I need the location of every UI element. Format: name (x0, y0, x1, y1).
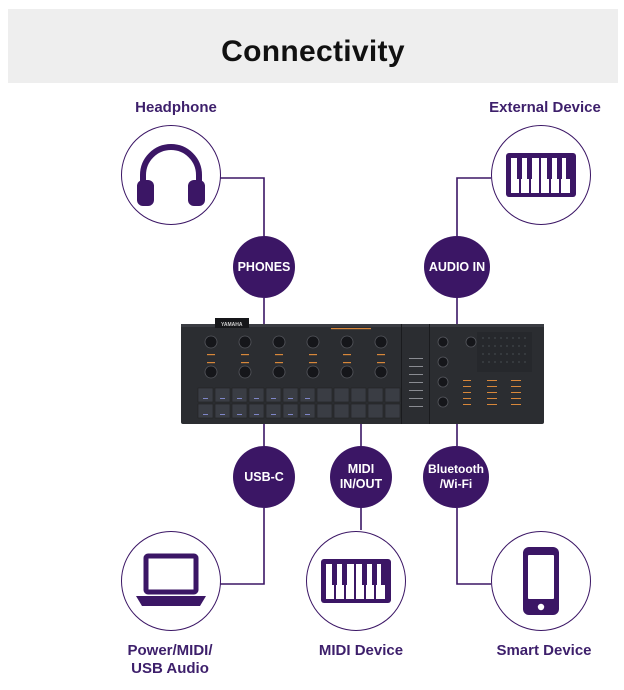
usb-c-port: USB-C (233, 446, 295, 508)
smart-device-label: Smart Device (496, 642, 592, 659)
external-device-label: External Device (489, 99, 601, 116)
line-external (456, 177, 491, 236)
synth-brand: YAMAHA (221, 322, 243, 328)
midi-in-out-port: MIDI IN/OUT (330, 446, 392, 508)
header-banner: Connectivity (8, 9, 618, 83)
bluetooth-wifi-port: Bluetooth /Wi-Fi (423, 446, 489, 508)
keyboard-icon (506, 153, 576, 197)
line-usbc-computer (212, 508, 265, 585)
phones-port: PHONES (233, 236, 295, 298)
synthesizer-device: YAMAHA (181, 318, 544, 424)
headphone-device (121, 125, 221, 225)
keyboard-icon (321, 559, 391, 603)
laptop-icon (136, 553, 206, 606)
line-headphone (212, 177, 265, 236)
smartphone-icon (523, 547, 559, 615)
line-bt-smart (456, 508, 491, 585)
page-title: Connectivity (221, 35, 405, 68)
headphones-icon (137, 144, 205, 206)
midi-device-label: MIDI Device (318, 642, 404, 659)
external-device (491, 125, 591, 225)
audio-in-port: AUDIO IN (424, 236, 490, 298)
midi-device (306, 531, 406, 631)
headphone-label: Headphone (135, 99, 217, 116)
computer-device (121, 531, 221, 631)
smart-device (491, 531, 591, 631)
power-midi-usb-audio-label: Power/MIDI/ USB Audio (127, 642, 213, 677)
